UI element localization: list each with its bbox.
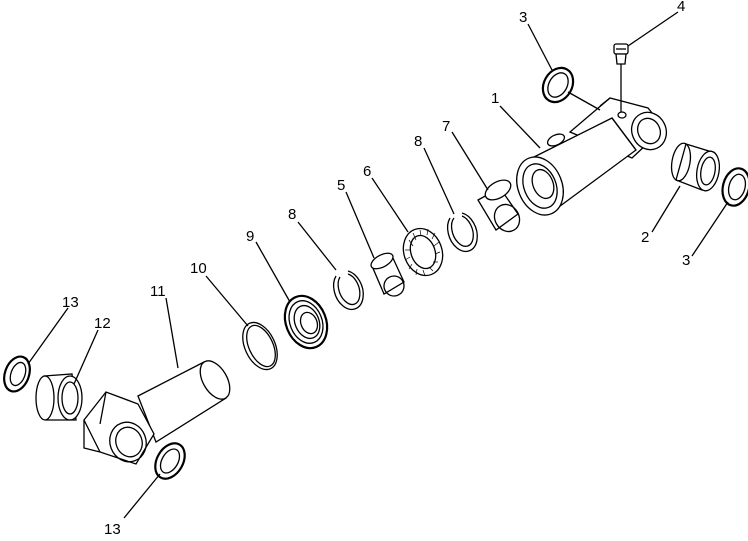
callout-8a: 8 [414,133,422,150]
leader-5 [345,191,375,259]
callout-1: 1 [491,90,499,107]
leader-8b [297,221,337,271]
callout-13b: 13 [104,521,121,536]
part-4-grease-fitting [613,43,629,112]
part-8-snap-ring-left [332,270,364,311]
callout-8b: 8 [288,206,296,223]
callout-9: 9 [246,228,254,245]
leader-13b [123,473,161,519]
leader-4 [627,11,679,47]
callout-11: 11 [150,283,166,300]
leader-1 [499,105,541,149]
leader-8a [423,147,455,215]
leader-3a [527,23,553,71]
leader-7 [451,131,489,191]
part-11-piston-rod [83,360,231,465]
part-3-dust-seal-top [541,66,601,111]
callout-6: 6 [363,163,371,180]
part-12-bushing [35,373,83,421]
part-8-snap-ring-right [446,212,478,253]
callout-5: 5 [337,177,345,194]
part-13-dust-seal-top [3,355,31,393]
leader-3b [691,201,729,257]
callout-3b: 3 [682,252,690,269]
part-10-retaining-ring [242,321,278,371]
callout-labels: 1 2 3 3 4 5 6 7 8 8 9 10 11 12 13 13 [62,0,690,538]
leader-6 [371,177,409,233]
part-1-cylinder-tube [516,97,668,216]
leader-10 [205,275,249,327]
leader-2 [651,185,681,233]
leader-11 [165,297,179,369]
callout-10: 10 [190,260,207,277]
leader-13a [27,307,69,365]
part-2-bushing [670,142,721,192]
callout-13a: 13 [62,294,79,311]
callout-3a: 3 [519,9,527,26]
leader-12 [73,329,99,385]
part-6-seal [402,227,444,277]
part-3-dust-seal-right [721,167,748,207]
leader-lines [27,11,729,519]
part-9-seal [283,294,329,350]
part-13-dust-seal-bottom [154,442,186,480]
callout-2: 2 [641,229,649,246]
leader-9 [255,241,291,303]
callout-7: 7 [442,118,450,135]
part-7-bushing [477,179,521,233]
part-5-bushing [370,252,405,297]
callout-4: 4 [677,0,685,15]
callout-12: 12 [94,315,111,332]
